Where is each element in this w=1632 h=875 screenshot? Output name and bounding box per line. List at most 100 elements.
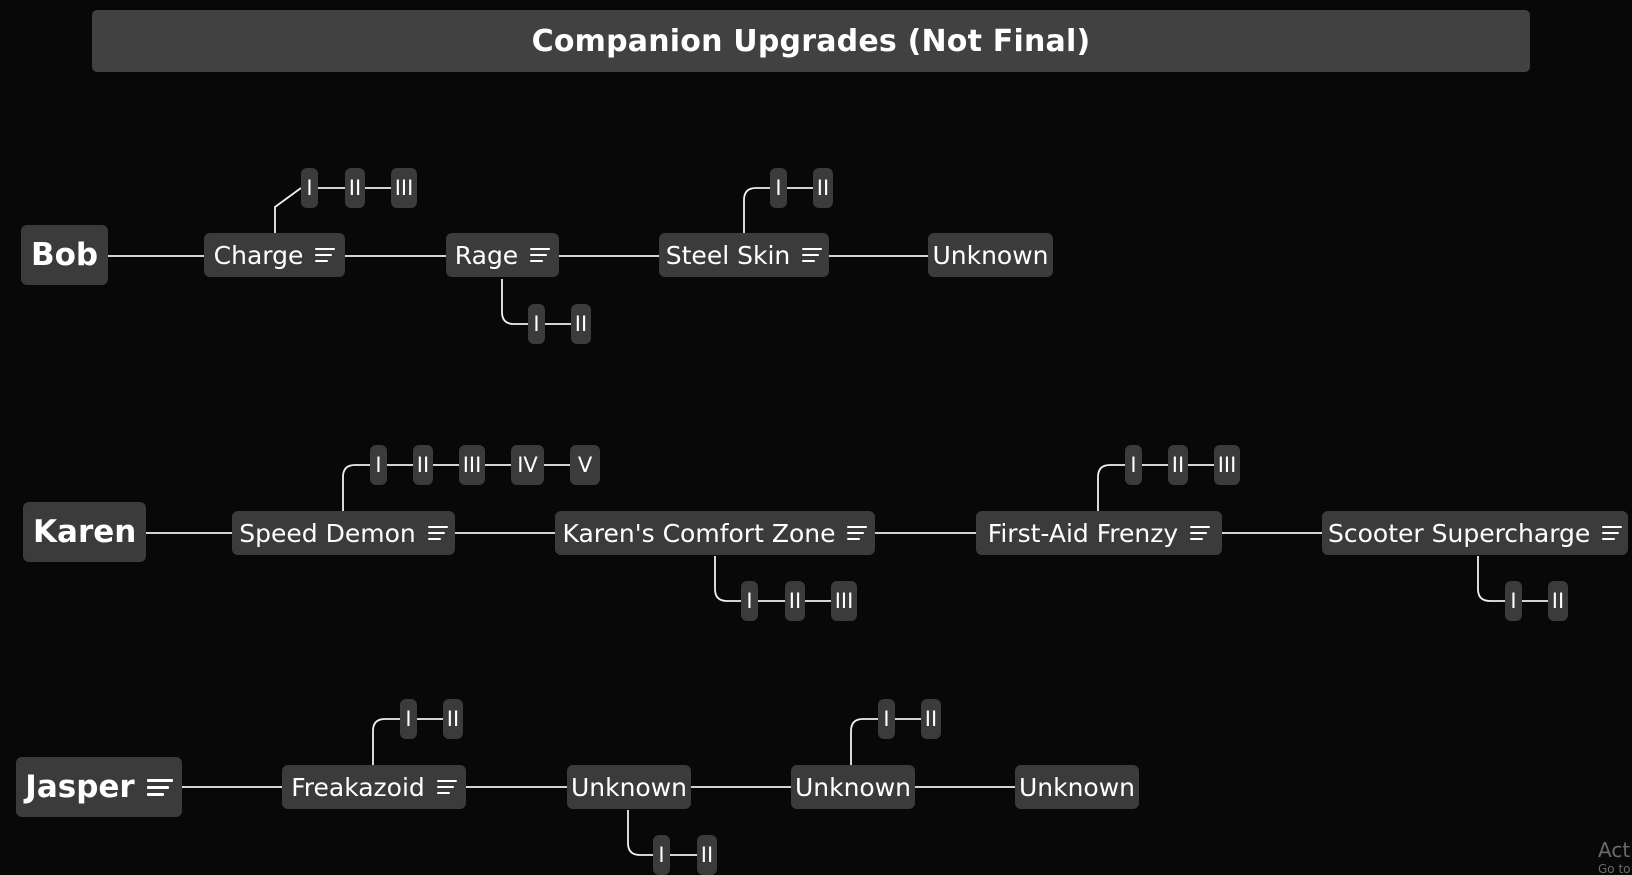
tier-node[interactable]: I	[770, 168, 787, 208]
notes-icon	[315, 244, 336, 266]
skill-unknown[interactable]: Unknown	[791, 765, 915, 809]
tier-label: III	[1217, 453, 1237, 477]
skill-first-aid-frenzy[interactable]: First-Aid Frenzy	[976, 511, 1222, 555]
tier-node[interactable]: II	[443, 699, 463, 739]
watermark-line-2: Go to	[1598, 862, 1631, 875]
companion-jasper[interactable]: Jasper	[16, 757, 182, 817]
connector-line	[850, 718, 878, 765]
tier-node[interactable]: II	[785, 581, 805, 621]
skill-label: Unknown	[1018, 772, 1136, 802]
tier-label: I	[405, 707, 412, 731]
tier-node[interactable]: II	[571, 304, 591, 344]
tier-label: I	[306, 176, 313, 200]
tier-node[interactable]: I	[301, 168, 318, 208]
connector-line	[627, 810, 653, 856]
connector-line	[1477, 556, 1505, 602]
tier-node[interactable]: III	[391, 168, 417, 208]
tier-node[interactable]: II	[1548, 581, 1568, 621]
tier-node[interactable]: I	[878, 699, 895, 739]
activation-watermark: Acti Go to	[1598, 838, 1632, 875]
tier-node[interactable]: I	[1505, 581, 1522, 621]
tier-label: I	[1130, 453, 1137, 477]
skill-label: Steel Skin	[665, 240, 791, 270]
tier-label: I	[658, 843, 665, 867]
tier-node[interactable]: IV	[511, 445, 544, 485]
tier-label: II	[416, 453, 430, 477]
notes-icon	[1190, 522, 1211, 544]
skill-karens-comfort-zone[interactable]: Karen's Comfort Zone	[555, 511, 875, 555]
notes-icon	[1602, 522, 1623, 544]
tier-node[interactable]: II	[345, 168, 365, 208]
connector-line	[372, 718, 400, 765]
companion-name: Jasper	[25, 768, 135, 805]
tier-label: II	[1171, 453, 1185, 477]
tier-node[interactable]: I	[653, 835, 670, 875]
skill-label: First-Aid Frenzy	[987, 518, 1179, 548]
connector-line	[501, 279, 528, 325]
skill-charge[interactable]: Charge	[204, 233, 345, 277]
notes-icon	[802, 244, 823, 266]
skill-scooter-supercharge[interactable]: Scooter Supercharge	[1322, 511, 1628, 555]
tier-node[interactable]: II	[813, 168, 833, 208]
tier-label: II	[924, 707, 938, 731]
tier-node[interactable]: I	[1125, 445, 1142, 485]
connector-line	[342, 464, 370, 511]
tier-label: I	[775, 176, 782, 200]
tier-label: V	[577, 453, 593, 477]
tier-label: I	[883, 707, 890, 731]
notes-icon	[427, 522, 448, 544]
tier-node[interactable]: V	[570, 445, 600, 485]
connector-line	[743, 187, 770, 233]
skill-unknown[interactable]: Unknown	[928, 233, 1053, 277]
tier-label: II	[700, 843, 714, 867]
tier-label: II	[446, 707, 460, 731]
tier-label: II	[788, 589, 802, 613]
tier-node[interactable]: II	[413, 445, 433, 485]
tier-node[interactable]: I	[528, 304, 545, 344]
tier-node[interactable]: II	[921, 699, 941, 739]
connector-line	[274, 187, 302, 233]
skill-label: Charge	[213, 240, 304, 270]
tier-node[interactable]: II	[697, 835, 717, 875]
companion-karen[interactable]: Karen	[23, 502, 147, 562]
tier-label: II	[348, 176, 362, 200]
tier-label: II	[574, 312, 588, 336]
companion-bob[interactable]: Bob	[21, 225, 109, 285]
skill-label: Freakazoid	[291, 772, 425, 802]
skill-unknown[interactable]: Unknown	[1015, 765, 1139, 809]
skill-label: Rage	[454, 240, 519, 270]
skill-freakazoid[interactable]: Freakazoid	[282, 765, 466, 809]
skill-steel-skin[interactable]: Steel Skin	[659, 233, 829, 277]
tier-label: III	[394, 176, 414, 200]
tier-label: I	[375, 453, 382, 477]
notes-icon	[530, 244, 551, 266]
tier-node[interactable]: III	[459, 445, 485, 485]
connector-line	[1097, 464, 1125, 511]
tier-label: III	[462, 453, 482, 477]
tier-node[interactable]: III	[831, 581, 857, 621]
connector-line	[714, 556, 741, 602]
skill-label: Unknown	[570, 772, 688, 802]
skill-label: Karen's Comfort Zone	[562, 518, 836, 548]
page-title-text: Companion Upgrades (Not Final)	[531, 23, 1091, 59]
companion-name: Karen	[33, 513, 137, 550]
skill-speed-demon[interactable]: Speed Demon	[232, 511, 455, 555]
skill-label: Unknown	[932, 240, 1049, 270]
notes-icon	[847, 522, 868, 544]
skill-label: Speed Demon	[239, 518, 416, 548]
skill-label: Unknown	[794, 772, 912, 802]
notes-icon	[146, 775, 173, 800]
tier-label: II	[816, 176, 830, 200]
tier-node[interactable]: II	[1168, 445, 1188, 485]
companion-name: Bob	[31, 236, 99, 273]
tier-node[interactable]: I	[400, 699, 417, 739]
tier-node[interactable]: III	[1214, 445, 1240, 485]
tier-node[interactable]: I	[741, 581, 758, 621]
tier-node[interactable]: I	[370, 445, 387, 485]
tier-label: I	[533, 312, 540, 336]
skill-rage[interactable]: Rage	[446, 233, 559, 277]
skill-unknown[interactable]: Unknown	[567, 765, 691, 809]
tier-label: I	[746, 589, 753, 613]
skill-label: Scooter Supercharge	[1328, 518, 1591, 548]
